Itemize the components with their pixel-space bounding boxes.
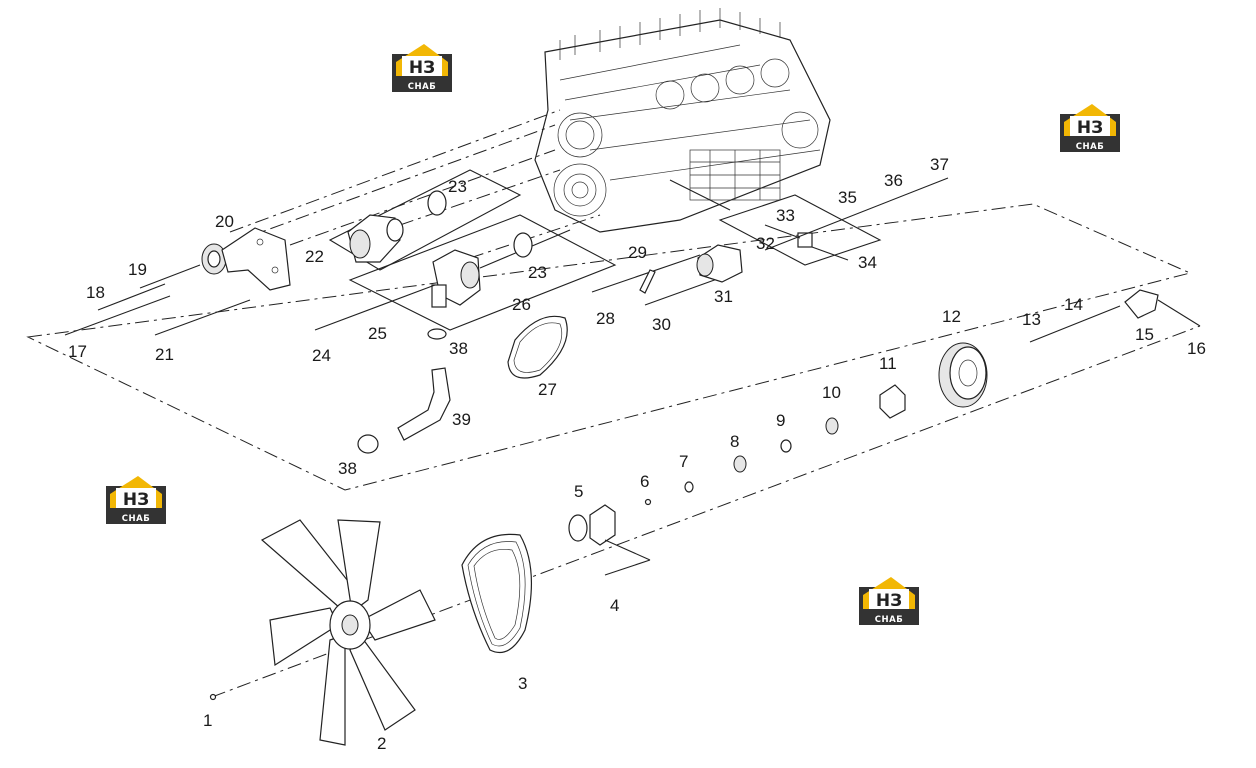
callout: 6 xyxy=(640,472,649,491)
part-31-alternator xyxy=(696,244,743,283)
callout: 22 xyxy=(305,247,324,266)
watermark-logo: НЗ СНАБ xyxy=(859,577,919,625)
callout: 24 xyxy=(312,346,331,365)
watermark-logo: НЗ СНАБ xyxy=(106,476,166,524)
part-25-thermostat-housing xyxy=(431,229,571,308)
callout: 25 xyxy=(368,324,387,343)
engine-dashed-links xyxy=(229,109,731,259)
part-20-pulley-bracket xyxy=(201,227,291,291)
part-8-bearing xyxy=(733,455,747,473)
callout: 18 xyxy=(86,283,105,302)
callout: 11 xyxy=(879,354,897,373)
callout: 19 xyxy=(128,260,147,279)
svg-text:НЗ: НЗ xyxy=(123,490,149,510)
part-23-gasket-lower xyxy=(513,232,533,258)
callout: 13 xyxy=(1022,310,1041,329)
callout: 33 xyxy=(776,206,795,225)
callout: 14 xyxy=(1064,295,1083,314)
part-10-seal xyxy=(825,417,839,435)
svg-text:НЗ: НЗ xyxy=(1077,118,1103,138)
callout: 27 xyxy=(538,380,557,399)
callout: 37 xyxy=(930,155,949,174)
svg-text:СНАБ: СНАБ xyxy=(875,615,903,625)
callout: 38 xyxy=(449,339,468,358)
callout: 39 xyxy=(452,410,471,429)
part-22-water-pump xyxy=(347,214,404,263)
parts-13-16 xyxy=(1029,289,1201,343)
callout: 23 xyxy=(528,263,547,282)
part-24-bolt xyxy=(314,284,436,331)
upper-assembly-outline xyxy=(26,203,1192,491)
callout: 28 xyxy=(596,309,615,328)
callout: 26 xyxy=(512,295,531,314)
callout: 20 xyxy=(215,212,234,231)
part-23-gasket-upper xyxy=(427,190,447,216)
svg-text:НЗ: НЗ xyxy=(409,58,435,78)
part-1-bolt xyxy=(209,693,217,701)
part-12-crank-pulley xyxy=(938,342,988,408)
svg-text:НЗ: НЗ xyxy=(876,591,902,611)
part-38-clamp-lower xyxy=(357,434,379,454)
callout: 34 xyxy=(858,253,877,272)
bracket-box xyxy=(718,194,882,266)
callout: 4 xyxy=(610,596,619,615)
callout: 23 xyxy=(448,177,467,196)
part-5-fan-hub xyxy=(568,504,651,576)
callouts: 1 2 3 4 5 6 7 8 9 10 11 12 13 14 15 16 1… xyxy=(68,155,1206,753)
callout: 36 xyxy=(884,171,903,190)
callout: 38 xyxy=(338,459,357,478)
callout: 29 xyxy=(628,243,647,262)
callout: 31 xyxy=(714,287,733,306)
svg-text:СНАБ: СНАБ xyxy=(408,82,436,92)
bolts-left xyxy=(64,264,251,336)
part-3-v-belt xyxy=(461,533,532,654)
parts-28-30 xyxy=(591,254,721,306)
callout: 1 xyxy=(203,711,212,730)
callout: 32 xyxy=(756,234,775,253)
part-7-washer xyxy=(684,481,694,493)
callout: 5 xyxy=(574,482,583,501)
part-27-belt xyxy=(507,315,568,379)
callout: 35 xyxy=(838,188,857,207)
callout: 8 xyxy=(730,432,739,451)
part-6-nut xyxy=(644,498,652,506)
callout: 3 xyxy=(518,674,527,693)
part-2-fan xyxy=(260,519,436,746)
callout: 10 xyxy=(822,383,841,402)
callout: 17 xyxy=(68,342,87,361)
svg-text:СНАБ: СНАБ xyxy=(1076,142,1104,152)
callout: 7 xyxy=(679,452,688,471)
callout: 15 xyxy=(1135,325,1154,344)
engine-block xyxy=(534,8,831,233)
watermark-logo: НЗ СНАБ xyxy=(392,44,452,92)
callout: 30 xyxy=(652,315,671,334)
parts-32-37 xyxy=(764,177,949,261)
watermark-logo: НЗ СНАБ xyxy=(1060,104,1120,152)
callout: 12 xyxy=(942,307,961,326)
callout: 2 xyxy=(377,734,386,753)
part-39-hose xyxy=(397,367,451,441)
callout: 9 xyxy=(776,411,785,430)
part-9-bearing xyxy=(780,439,792,453)
part-11-hub xyxy=(879,384,906,419)
callout: 21 xyxy=(155,345,174,364)
part-38-clamp-upper xyxy=(427,328,447,340)
svg-text:СНАБ: СНАБ xyxy=(122,514,150,524)
callout: 16 xyxy=(1187,339,1206,358)
